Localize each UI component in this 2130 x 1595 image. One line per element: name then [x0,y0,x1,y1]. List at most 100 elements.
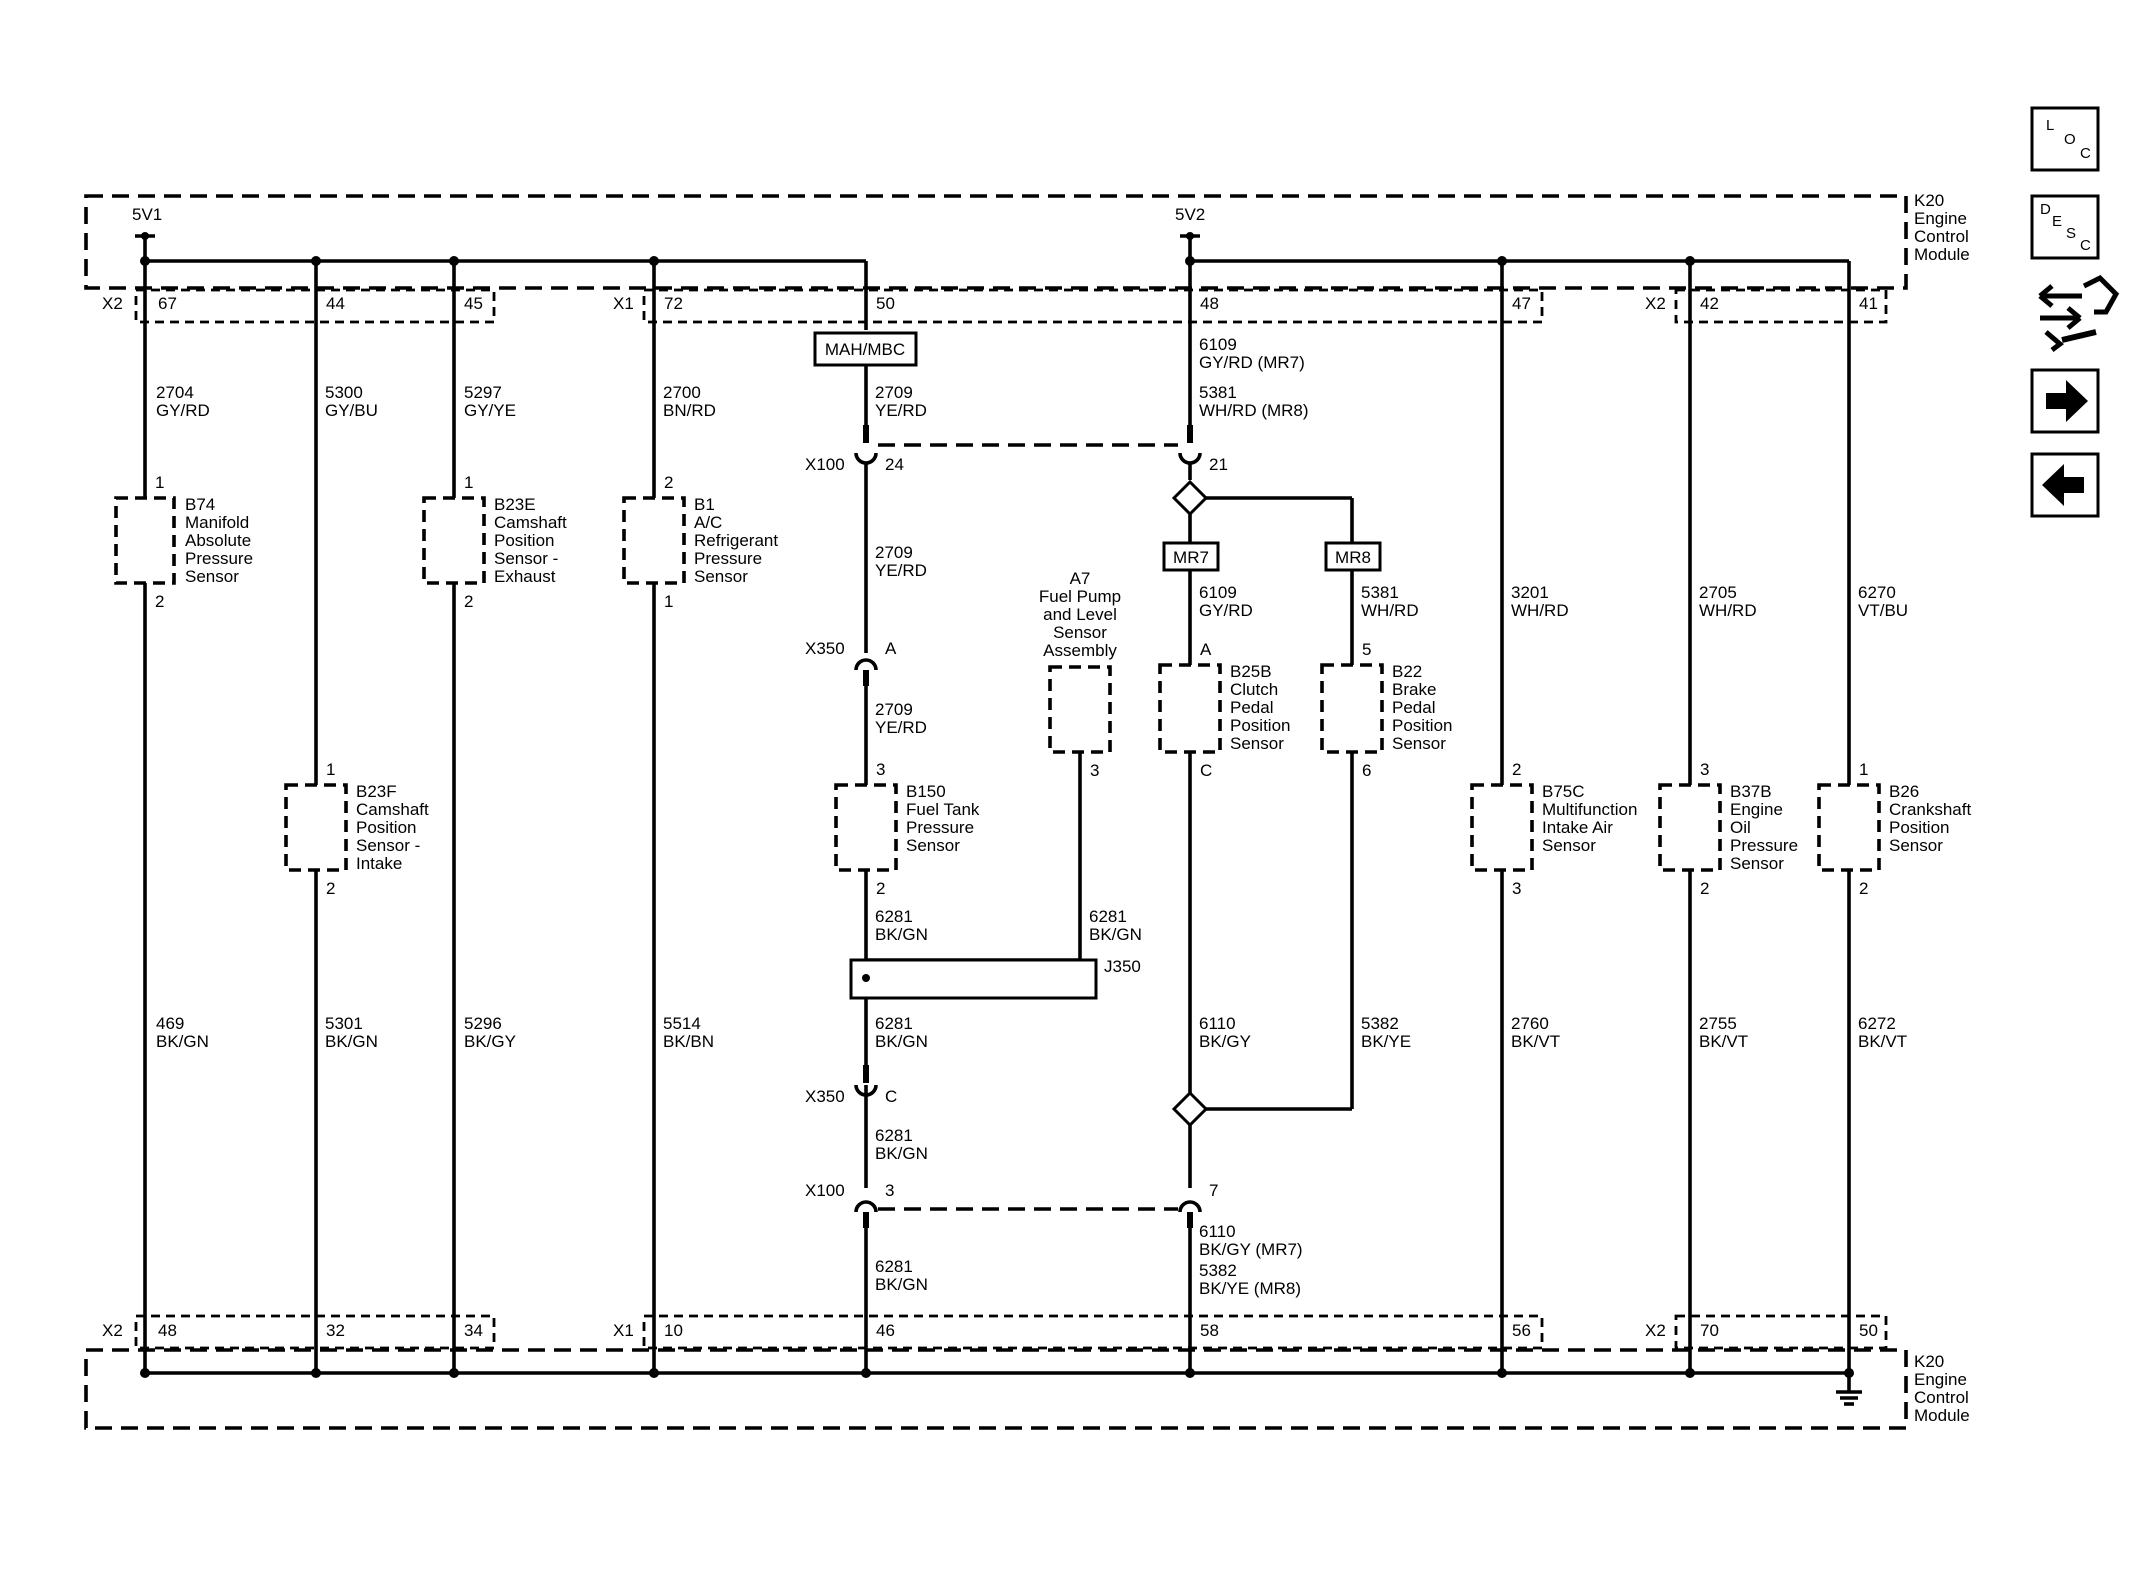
inline-connector-x100-bottom: X100 3 7 [805,1181,1218,1228]
sensor-b37b: 3 2 B37B Engine Oil Pressure Sensor [1658,760,1798,898]
wire-number: 6281 [1089,907,1127,926]
component-name: Camshaft [356,800,429,819]
sensor-b25b: A C B25B Clutch Pedal Position Sensor [1158,640,1290,780]
wire-number: 2709 [875,700,913,719]
desc-button[interactable]: D E S C [2030,194,2100,260]
sensor-b23e: 1 2 B23E Camshaft Position Sensor - Exha… [422,473,567,611]
connector-label: X100 [805,455,845,474]
pin-label: 1 [326,760,335,779]
pin-number: 67 [158,294,177,313]
ecm-bottom-label-2: Control [1914,1388,1969,1407]
component-name: Position [494,531,554,550]
wire-number: 2755 [1699,1014,1737,1033]
sensor-b22: 5 6 B22 Brake Pedal Position Sensor [1320,640,1452,780]
pin-number: 48 [1200,294,1219,313]
desc-icon-letter: S [2066,225,2076,242]
loc-button[interactable]: L O C [2030,106,2100,172]
ecm-bottom-label-3: Module [1914,1406,1970,1425]
wire-color: BK/GY (MR7) [1199,1240,1303,1259]
pin-label: 2 [1512,760,1521,779]
option-mahmbc: MAH/MBC [813,331,918,367]
component-name: Pressure [185,549,253,568]
component-id: B23E [494,495,536,514]
pin-number: 50 [1859,1321,1878,1340]
pin-number: 70 [1700,1321,1719,1340]
wire-number: 5300 [325,383,363,402]
pin-label: 1 [464,473,473,492]
component-name: Oil [1730,818,1751,837]
wire-number: 3201 [1511,583,1549,602]
wire-number: 6110 [1199,1222,1236,1241]
wire-number: 6272 [1858,1014,1896,1033]
bottom-connector-strips: X2 X1 X2 [102,1314,1888,1350]
component-id: B23F [356,782,397,801]
pin-label: C [885,1087,897,1106]
component-name: Sensor [1053,623,1107,642]
wire-number: 6281 [875,1014,913,1033]
wire-color: VT/BU [1858,601,1908,620]
component-name: Refrigerant [694,531,778,550]
component-name: Sensor [1730,854,1784,873]
component-name: Sensor [1542,836,1596,855]
component-name: Position [1230,716,1290,735]
wire-number: 5301 [325,1014,363,1033]
component-name: Fuel Tank [906,800,980,819]
pin-label: 1 [1859,760,1868,779]
pin-label: 2 [464,592,473,611]
next-page-button[interactable] [2030,368,2100,434]
pin-number: 72 [664,294,683,313]
wire-color: GY/YE [464,401,516,420]
conn-x2-top-left: X2 [102,294,123,313]
sensor-b150: 3 2 B150 Fuel Tank Pressure Sensor [834,760,980,898]
pin-number: 32 [326,1321,345,1340]
component-name: Pressure [906,818,974,837]
pin-label: A [885,639,897,658]
wire-number: 6109 [1199,583,1237,602]
loc-icon: L [2046,117,2054,134]
next-page-icon [2046,380,2088,422]
pin-label: 2 [664,473,673,492]
option-label: MAH/MBC [825,340,905,359]
component-name: and Level [1043,605,1117,624]
wire-color: BK/YE (MR8) [1199,1279,1301,1298]
splice-j350: J350 [849,957,1141,1000]
component-id: B150 [906,782,946,801]
wire-number: 5381 [1361,583,1399,602]
pin-label: 3 [1700,760,1709,779]
wire-number: 469 [156,1014,184,1033]
pin-label: 3 [876,760,885,779]
wire-color: YE/RD [875,401,927,420]
component-name: Multifunction [1542,800,1637,819]
wire-number: 6110 [1199,1014,1236,1033]
wire-number: 5381 [1199,383,1237,402]
component-id: B1 [694,495,715,514]
wire-number: 5297 [464,383,502,402]
wire-color: BK/YE [1361,1032,1411,1051]
pin-number: 47 [1512,294,1531,313]
desc-icon-letter: C [2080,237,2091,254]
wire-color: GY/RD (MR7) [1199,353,1305,372]
component-id: B37B [1730,782,1772,801]
pin-label: 3 [1512,879,1521,898]
diagnostic-connector-button[interactable] [2038,274,2120,352]
pin-number: 58 [1200,1321,1219,1340]
previous-page-button[interactable] [2030,452,2100,518]
pin-number: 56 [1512,1321,1531,1340]
wire-labels: 2704 GY/RD 5300 GY/BU 5297 GY/YE 2700 BN… [156,335,1908,1298]
pin-label: 2 [155,592,164,611]
component-id: A7 [1070,569,1091,588]
wire-color: BK/GY [1199,1032,1251,1051]
pin-number: 42 [1700,294,1719,313]
pin-label: 7 [1209,1181,1218,1200]
option-mr8: MR8 [1324,541,1382,572]
pin-label: A [1200,640,1212,659]
wire-number: 5382 [1361,1014,1399,1033]
component-name: Intake [356,854,402,873]
option-label: MR8 [1335,548,1371,567]
wire-color: YE/RD [875,718,927,737]
wire-color: GY/RD [1199,601,1253,620]
component-name: Position [1889,818,1949,837]
wire-color: BK/GN [156,1032,209,1051]
wire-color: BK/BN [663,1032,714,1051]
component-name: Brake [1392,680,1436,699]
